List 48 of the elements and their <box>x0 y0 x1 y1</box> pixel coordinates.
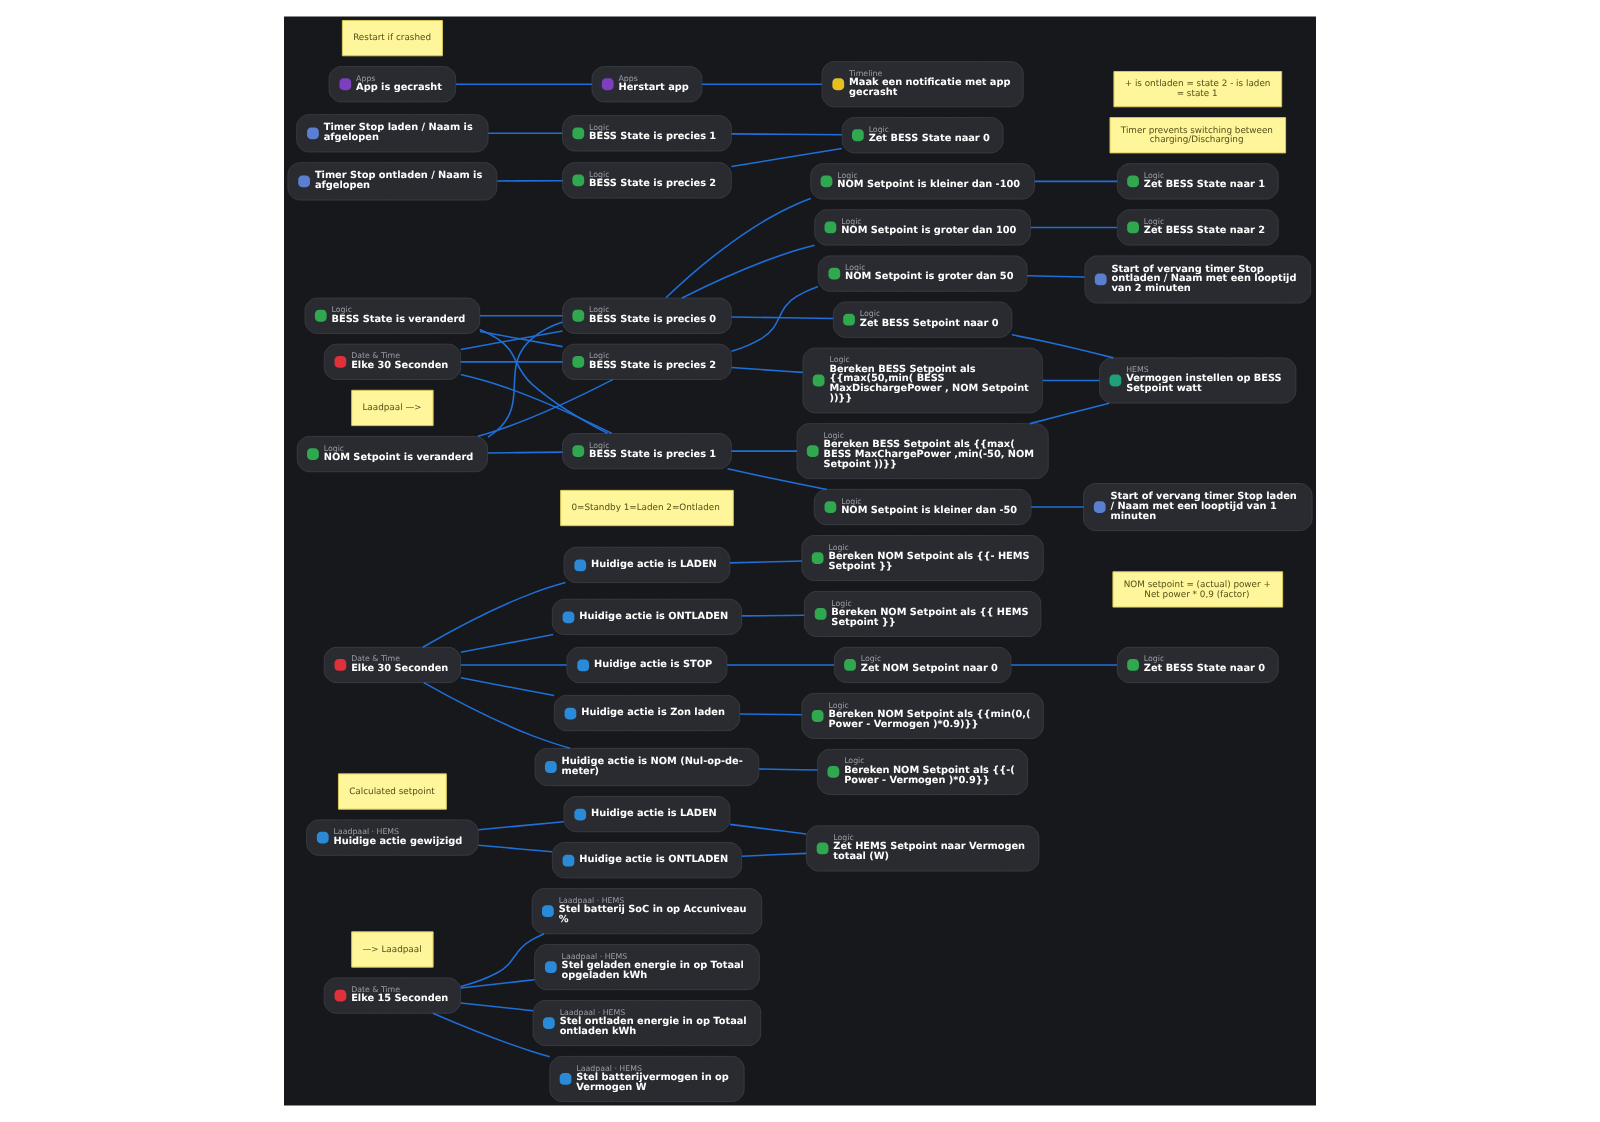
connector <box>459 361 564 363</box>
connector <box>758 768 819 771</box>
connector <box>740 614 806 617</box>
connector <box>459 677 555 697</box>
connector <box>487 321 564 438</box>
connector <box>459 330 564 351</box>
connector <box>1041 379 1101 382</box>
connector <box>1030 506 1085 508</box>
connector <box>459 1002 534 1012</box>
connector <box>479 314 564 317</box>
connector <box>432 1012 551 1058</box>
connector <box>729 560 803 564</box>
connector <box>730 147 843 168</box>
connector <box>730 316 835 320</box>
connector <box>739 713 803 716</box>
connector <box>1029 402 1110 425</box>
connector <box>459 664 568 666</box>
connector <box>479 330 564 348</box>
connector <box>459 933 545 988</box>
connector <box>726 664 835 666</box>
connector <box>730 285 819 353</box>
connector <box>681 244 816 299</box>
connector <box>665 197 812 299</box>
connector <box>459 373 613 435</box>
connector <box>422 681 571 750</box>
connector <box>455 83 593 86</box>
connector <box>459 978 536 989</box>
connector <box>422 581 567 649</box>
connector <box>1026 275 1086 278</box>
connector <box>730 450 798 452</box>
connector <box>459 633 554 653</box>
connector <box>1010 664 1118 666</box>
connector <box>1011 334 1115 359</box>
connector <box>1033 180 1118 183</box>
connector <box>487 451 564 454</box>
connector <box>477 844 553 853</box>
connector <box>730 366 804 374</box>
connector <box>487 132 564 135</box>
connector <box>1030 226 1118 229</box>
connector <box>726 468 828 491</box>
connector <box>701 83 823 86</box>
connector <box>730 133 843 136</box>
connector <box>496 179 564 182</box>
connector <box>478 328 609 435</box>
connector <box>729 823 807 835</box>
connector <box>477 378 614 438</box>
connector <box>477 820 565 831</box>
connector <box>740 852 807 857</box>
